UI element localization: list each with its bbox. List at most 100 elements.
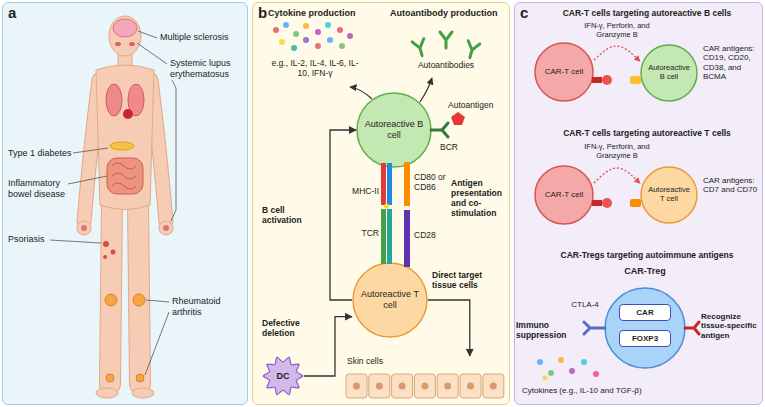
node-label: Autoreactive B cell	[645, 64, 693, 82]
edge-label: Defective deletion	[262, 318, 326, 338]
organ	[163, 225, 169, 231]
cell-body	[535, 43, 593, 101]
annotation-label: TCR	[346, 228, 379, 238]
text-holder: CAR	[620, 305, 670, 320]
organ	[128, 84, 144, 116]
text-holder: Skin cells	[347, 356, 383, 366]
organ	[113, 19, 137, 37]
cytokine-dots	[315, 29, 321, 35]
organ	[81, 225, 87, 231]
bcr-receptor	[431, 123, 448, 137]
skin-cell	[369, 374, 390, 398]
node-label: Autoreactive T cell	[359, 289, 421, 310]
skin-cell	[437, 374, 458, 398]
panel-letter: c	[520, 4, 528, 22]
leader-line	[73, 148, 108, 153]
cytokine-dots	[548, 370, 554, 376]
text-holder: CAR-T cell	[534, 42, 594, 102]
b-cell: Autoreactive B cell	[640, 44, 698, 102]
node-label: CAR-Treg	[600, 266, 690, 277]
human-body	[84, 80, 166, 222]
panel: cCAR-T cellAutoreactive B cellCAR-T cell…	[514, 2, 763, 405]
t-cell: Autoreactive T cell	[640, 166, 698, 224]
treg-receptor	[685, 322, 699, 334]
cytokine-dots	[283, 22, 289, 28]
skin-cell	[483, 374, 504, 398]
organ	[103, 255, 107, 259]
text-holder: Autoreactive B cell	[356, 92, 432, 168]
annotation-label: Cytokines (e.g., IL-10 and TGF-β)	[522, 386, 742, 395]
annotation-label: Recognize tissue-specific antigen	[701, 312, 761, 340]
cell-body	[641, 167, 697, 223]
annotation-label: Autoantigen	[448, 100, 506, 110]
antibody	[412, 32, 480, 59]
car-receptor	[592, 75, 641, 208]
autoantigen-shape	[451, 112, 465, 125]
mhc-tcr-complex	[384, 204, 389, 209]
organ	[105, 294, 117, 306]
annotation-label: CTLA-4	[566, 300, 604, 309]
connectors	[304, 46, 640, 376]
secretion-arrow	[420, 78, 432, 102]
node-label: FOXP3	[632, 334, 658, 343]
human-body	[77, 16, 173, 398]
cell-nucleus	[467, 383, 474, 390]
skin-cell	[392, 374, 413, 398]
annotation-label: CAR antigens: CD19, CD20, CD38, and BCMA	[703, 44, 760, 82]
cytokine-dots	[581, 359, 587, 365]
text-holder: Autoreactive B cell	[640, 44, 698, 102]
skin-cell	[414, 374, 435, 398]
human-body	[96, 388, 118, 398]
annotation-label: BCR	[440, 142, 470, 152]
human-body	[118, 52, 132, 70]
annotation-label: Autoantibodies	[408, 60, 484, 70]
cell-nucleus	[353, 383, 360, 390]
cell-nucleus	[376, 383, 383, 390]
text-holder: CAR-T cell	[534, 165, 594, 225]
annotation-label: CAR-T cells targeting autoreactive B cel…	[534, 8, 760, 18]
mhc-tcr-complex	[404, 210, 410, 267]
cytokine-dots	[279, 39, 285, 45]
human-body	[110, 200, 140, 384]
node-label: CAR	[636, 308, 653, 317]
skin-cell	[437, 374, 458, 398]
annotation-label: Inflammatory bowel disease	[8, 178, 70, 199]
cell-body	[263, 357, 303, 395]
cytokine-dots	[593, 371, 599, 377]
cell-nucleus	[421, 383, 428, 390]
organ	[136, 374, 144, 382]
cell-body	[357, 93, 431, 167]
cytokine-dots	[325, 22, 331, 28]
organ	[123, 109, 133, 119]
organ	[129, 42, 135, 46]
cytokine-dots	[558, 357, 564, 363]
cytokine-dots	[273, 27, 279, 33]
edge-label: IFN-γ, Perforin, and Granzyme B	[584, 143, 650, 161]
mhc-tcr-complex	[387, 163, 392, 205]
cytokine-dots	[291, 45, 297, 51]
annotation-label: Systemic lupus erythematosus	[170, 58, 244, 79]
cell-body	[641, 45, 697, 101]
annotation-label: CD80 or CD86	[414, 172, 450, 192]
cytokine-dots	[543, 376, 548, 381]
organ	[133, 294, 145, 306]
secretion-arrow	[350, 78, 432, 102]
secretion-arrow	[350, 87, 372, 99]
t-cell: Autoreactive T cell	[352, 262, 428, 338]
cell-body	[353, 263, 427, 337]
skin-cell	[414, 374, 435, 398]
organ	[111, 250, 116, 255]
annotation-label: Multiple sclerosis	[160, 32, 244, 43]
autoantigen-shape	[451, 112, 465, 125]
skin-cell	[346, 374, 367, 398]
node-label: DC	[277, 371, 290, 382]
annotation-label: CAR-T cells targeting autoreactive T cel…	[534, 128, 760, 138]
car-treg-cell: CAR-TregCAR FOXP3	[600, 266, 690, 370]
skin-cell	[483, 374, 504, 398]
organ	[106, 374, 114, 382]
cell-nucleus	[444, 383, 451, 390]
annotation-label: Psoriasis	[8, 234, 58, 245]
skin-cells: Skin cells	[345, 356, 505, 400]
cytokine-dots	[293, 31, 299, 37]
